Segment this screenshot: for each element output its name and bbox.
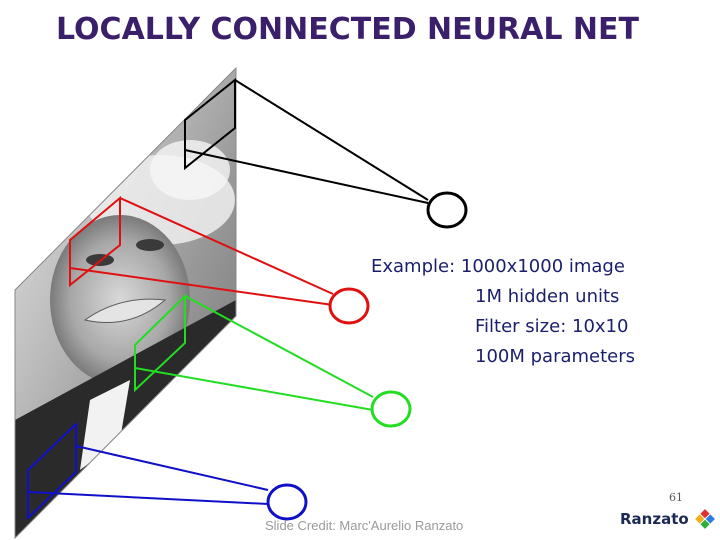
hidden-unit-red [330, 289, 368, 323]
hidden-units-line: 1M hidden units [371, 282, 635, 312]
input-image-plane [15, 68, 236, 538]
page-number: 61 [669, 491, 683, 504]
hidden-unit-black [428, 193, 466, 227]
brand-name: Ranzato [620, 510, 689, 528]
hidden-unit-blue [268, 485, 306, 519]
example-line: Example: 1000x1000 image [371, 252, 635, 282]
filter-size-line: Filter size: 10x10 [371, 312, 635, 342]
brand-footer: Ranzato [620, 509, 715, 529]
example-text-block: Example: 1000x1000 image 1M hidden units… [371, 252, 635, 372]
hidden-unit-green [372, 392, 410, 426]
brand-logo-icon [695, 509, 715, 529]
parameters-line: 100M parameters [371, 342, 635, 372]
slide-credit: Slide Credit: Marc'Aurelio Ranzato [265, 518, 463, 533]
